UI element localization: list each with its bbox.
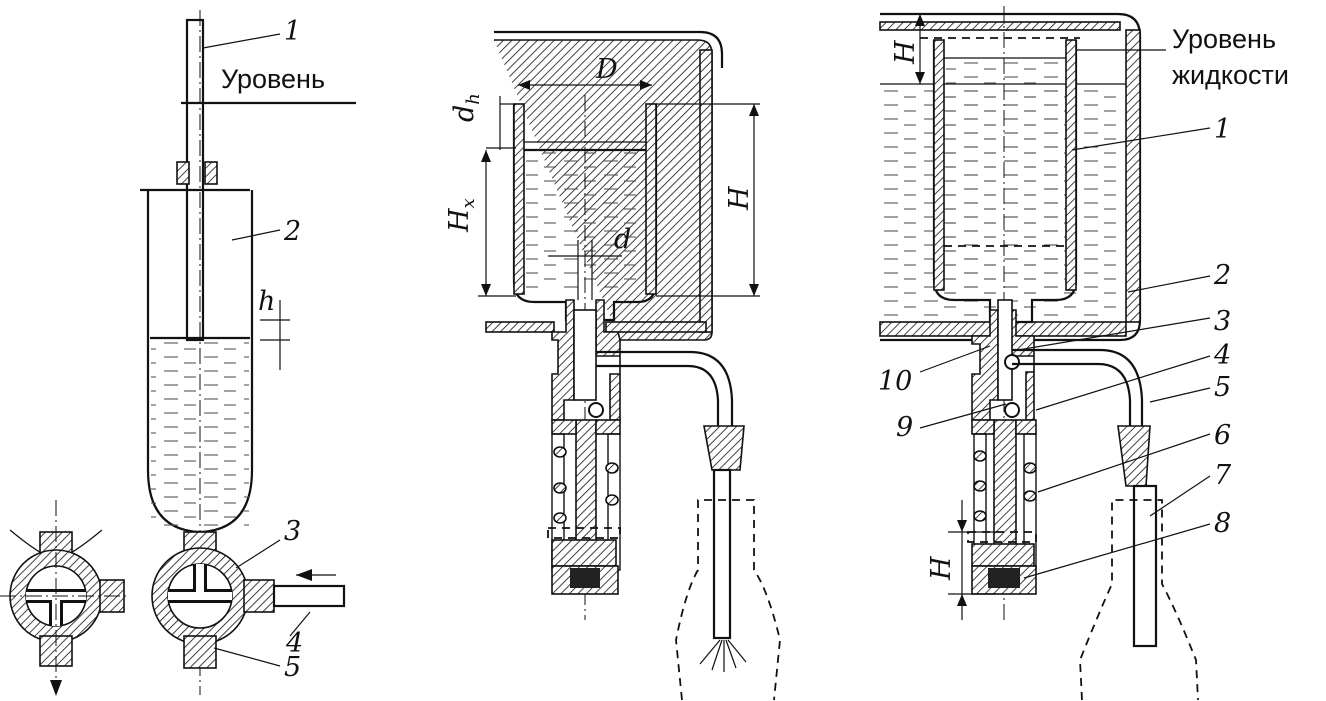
filling-tube-middle — [712, 468, 732, 640]
cap-right — [204, 161, 218, 185]
outlet-pipe-middle — [596, 350, 734, 426]
bottle-middle — [675, 499, 781, 701]
valve-body-right — [967, 299, 1037, 595]
outlet-pipe-right — [1012, 348, 1144, 426]
three-way-valve — [151, 531, 275, 669]
dim-Hx-label: Hx — [444, 198, 479, 233]
dim-D-label: D — [595, 54, 618, 85]
valve-section-view — [0, 500, 130, 696]
callout-3-right: 3 — [1214, 306, 1231, 337]
callout-7-right: 7 — [1214, 460, 1232, 491]
callout-2-left: 2 — [283, 216, 301, 247]
callout-4-right: 4 — [1213, 340, 1231, 371]
cap-left — [176, 161, 190, 185]
filling-tube-right — [1132, 484, 1158, 648]
left-figure: h 1 — [0, 10, 356, 696]
ball-check-upper — [1004, 354, 1020, 370]
tank-wall-right — [699, 49, 713, 333]
dim-H-bottom-label: H — [926, 556, 957, 581]
tank-bottom-plate — [485, 321, 555, 333]
level-label-left: Уровень — [221, 64, 325, 94]
ball-check-lower — [1004, 402, 1020, 418]
spray-middle — [699, 639, 747, 672]
callout-4-left: 4 — [285, 628, 303, 659]
middle-figure: D dh Hx H d — [444, 30, 781, 701]
callout-9-right: 9 — [896, 412, 913, 443]
callout-2-right: 2 — [1213, 260, 1231, 291]
right-figure: H Уровень жидкости — [878, 6, 1289, 701]
bottle-right — [1079, 499, 1199, 701]
level-label-line1: Уровень — [1172, 24, 1276, 54]
callout-5-left: 5 — [284, 652, 301, 683]
callout-6-right: 6 — [1214, 420, 1231, 451]
callout-8-right: 8 — [1214, 508, 1231, 539]
callout-3-left: 3 — [284, 516, 301, 547]
dim-dh-label: dh — [449, 93, 484, 122]
dim-H-top-label: H — [890, 40, 921, 65]
callout-5-right: 5 — [1214, 372, 1231, 403]
level-label-line2: жидкости — [1172, 60, 1289, 90]
dim-h-label: h — [258, 286, 275, 317]
dim-H-label: H — [724, 186, 755, 211]
valve-body-middle — [547, 299, 621, 595]
callout-1-right: 1 — [1214, 114, 1231, 145]
inlet-pipe — [272, 584, 346, 608]
callout-10-right: 10 — [878, 366, 912, 397]
dim-d-label: d — [614, 224, 631, 255]
callout-1-left: 1 — [284, 16, 301, 47]
